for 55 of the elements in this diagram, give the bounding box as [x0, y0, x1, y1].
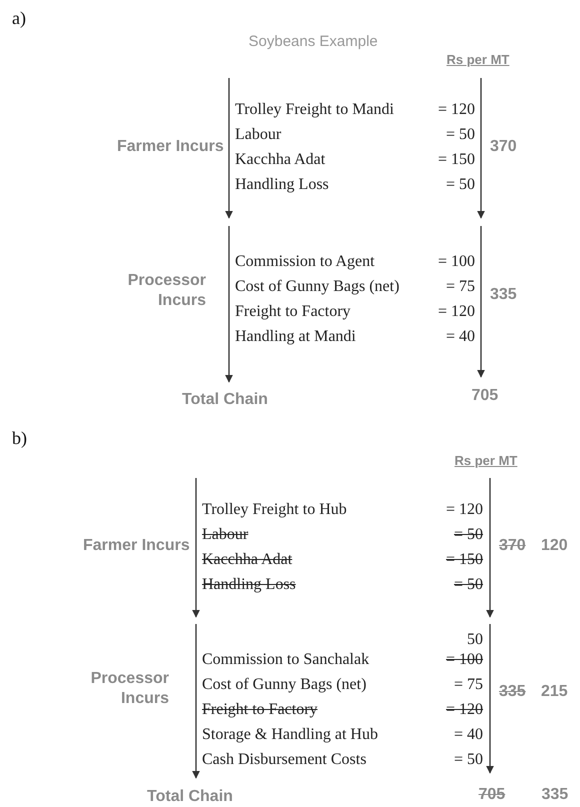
subtotal-value: 335 — [490, 285, 517, 305]
cost-value: = 50 — [454, 575, 484, 595]
row-group-label: Farmer Incurs — [117, 137, 224, 157]
cost-item: Trolley Freight to Hub — [202, 500, 347, 520]
cost-value: = 120 — [446, 500, 484, 520]
cost-value: = 50 — [446, 175, 476, 195]
cost-item: Freight to Factory — [202, 700, 318, 720]
cost-item: Cost of Gunny Bags (net) — [235, 277, 400, 297]
unit-header: Rs per MT — [446, 51, 510, 69]
cost-value: = 40 — [454, 725, 484, 745]
cost-value: = 50 — [454, 750, 484, 770]
total-label: Total Chain — [147, 787, 233, 807]
panel-label: a) — [12, 8, 26, 28]
row-group-label: Processor Incurs — [90, 669, 169, 709]
cost-value: = 75 — [446, 277, 476, 297]
subtotal-value: 370 — [490, 137, 517, 157]
cost-item: Freight to Factory — [235, 302, 351, 322]
row-group-label: Processor Incurs — [126, 271, 206, 311]
cost-item: Commission to Sanchalak — [202, 650, 370, 670]
subtotal-value: 215 — [541, 682, 568, 702]
total-label: Total Chain — [182, 390, 268, 410]
cost-item: Kacchha Adat — [235, 150, 326, 170]
cost-value: = 50 — [446, 125, 476, 145]
cost-value: = 75 — [454, 675, 484, 695]
unit-header: Rs per MT — [454, 452, 518, 470]
cost-item: Trolley Freight to Mandi — [235, 100, 394, 120]
cost-value: = 150 — [446, 550, 484, 570]
cost-value: = 120 — [438, 100, 476, 120]
subtotal-value: 370 — [499, 536, 526, 556]
cost-value: = 150 — [438, 150, 476, 170]
cost-value: = 120 — [446, 700, 484, 720]
cost-item: Cost of Gunny Bags (net) — [202, 675, 366, 695]
cost-item: Labour — [202, 525, 248, 545]
panel-label: b) — [12, 428, 27, 448]
row-group-label: Farmer Incurs — [83, 536, 190, 556]
total-value: 335 — [542, 785, 568, 805]
cost-value: = 100 — [446, 650, 484, 670]
cost-item: Handling Loss — [202, 575, 296, 595]
cost-item: Commission to Agent — [235, 252, 375, 272]
cost-item: Cash Disbursement Costs — [202, 750, 366, 770]
cost-value: 50 — [467, 630, 483, 650]
subtotal-value: 120 — [541, 536, 568, 556]
cost-item: Storage & Handling at Hub — [202, 725, 378, 745]
cost-item: Kacchha Adat — [202, 550, 292, 570]
cost-value: = 120 — [438, 302, 476, 322]
cost-item: Labour — [235, 125, 282, 145]
total-value: 705 — [472, 386, 498, 406]
cost-value: = 100 — [438, 252, 476, 272]
cost-item: Handling Loss — [235, 175, 329, 195]
chart-title: Soybeans Example — [248, 32, 378, 52]
cost-value: = 50 — [454, 525, 484, 545]
subtotal-value: 335 — [499, 682, 526, 702]
cost-value: = 40 — [446, 327, 476, 347]
cost-item: Handling at Mandi — [235, 327, 356, 347]
total-value: 705 — [478, 785, 506, 805]
